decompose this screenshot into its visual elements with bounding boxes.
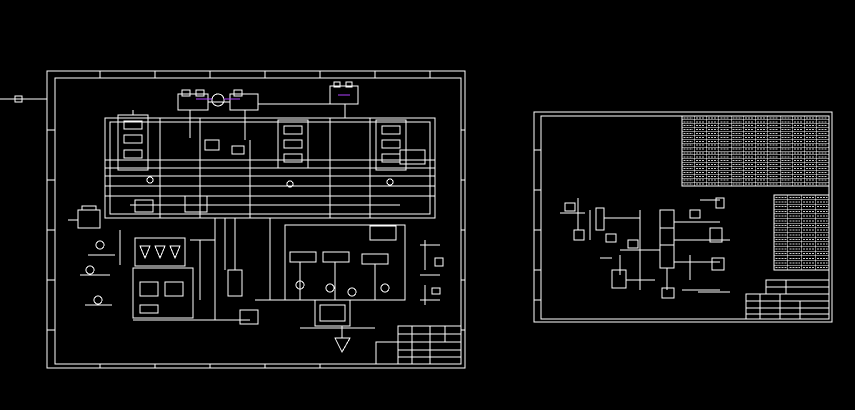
upper-process-block[interactable] bbox=[104, 117, 436, 219]
title-block-right[interactable] bbox=[745, 279, 830, 320]
highlight-lines[interactable] bbox=[196, 94, 350, 100]
pump-icon[interactable] bbox=[211, 93, 225, 107]
equipment-schedule-table[interactable] bbox=[681, 115, 830, 187]
sheet-left[interactable] bbox=[0, 70, 466, 369]
sheet-left-outer-border bbox=[46, 70, 466, 369]
control-panel-block[interactable] bbox=[224, 218, 259, 325]
sheet-left-zone-ticks bbox=[47, 71, 465, 368]
sheet-right[interactable] bbox=[533, 111, 833, 323]
sheet-right-outer-border bbox=[533, 111, 833, 323]
tank-left[interactable] bbox=[68, 205, 101, 229]
legend-symbols bbox=[420, 240, 444, 305]
top-header-manifold[interactable] bbox=[177, 81, 359, 140]
column-vessel-2[interactable] bbox=[277, 119, 309, 169]
column-vessel-3[interactable] bbox=[375, 119, 407, 171]
reactor-vessel[interactable] bbox=[300, 299, 375, 354]
column-vessel-1[interactable] bbox=[117, 110, 149, 171]
pump-group-left[interactable] bbox=[80, 240, 115, 306]
sheet-right-zone-ticks bbox=[534, 149, 541, 301]
lower-right-process-block[interactable] bbox=[255, 218, 406, 301]
upper-equipment-symbols[interactable] bbox=[134, 139, 426, 213]
title-block-left[interactable] bbox=[375, 325, 462, 365]
filter-cluster[interactable] bbox=[119, 218, 250, 321]
simplified-process-diagram[interactable] bbox=[560, 197, 730, 299]
sheet-left-inner-border bbox=[54, 77, 462, 365]
parts-list-table[interactable] bbox=[773, 194, 830, 271]
lead-in-marker[interactable] bbox=[14, 95, 23, 103]
